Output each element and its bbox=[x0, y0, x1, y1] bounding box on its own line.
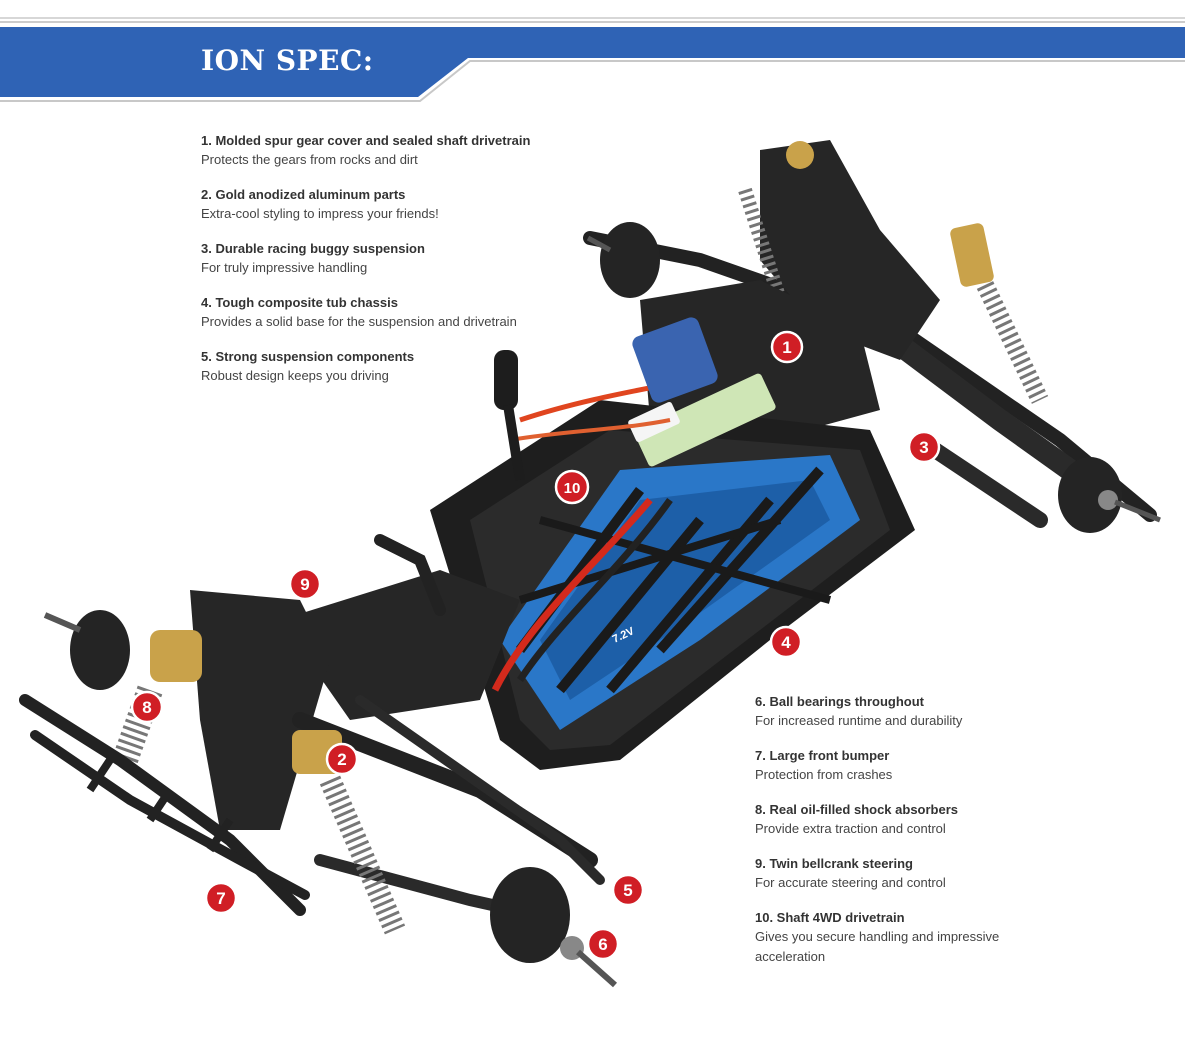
spec-title: 9. Twin bellcrank steering bbox=[755, 856, 913, 871]
callout-3: 3 bbox=[907, 430, 941, 464]
callout-9: 9 bbox=[288, 567, 322, 601]
spec-title: 1. Molded spur gear cover and sealed sha… bbox=[201, 133, 531, 148]
spec-description: For increased runtime and durability bbox=[755, 713, 963, 728]
callout-number: 1 bbox=[782, 338, 791, 357]
spec-title: 7. Large front bumper bbox=[755, 748, 890, 763]
callout-5: 5 bbox=[611, 873, 645, 907]
spec-item-9: 9. Twin bellcrank steering For accurate … bbox=[755, 854, 1035, 893]
spec-item-6: 6. Ball bearings throughout For increase… bbox=[755, 692, 1035, 731]
spec-title: 4. Tough composite tub chassis bbox=[201, 295, 398, 310]
callout-number: 9 bbox=[300, 575, 309, 594]
page-title: ION SPEC: bbox=[201, 44, 374, 77]
callout-1: 1 bbox=[770, 330, 804, 364]
callout-10: 10 bbox=[554, 469, 590, 505]
callout-number: 6 bbox=[598, 935, 607, 954]
spec-title: 5. Strong suspension components bbox=[201, 349, 415, 364]
spec-description: Provide extra traction and control bbox=[755, 821, 946, 836]
spec-description: Protection from crashes bbox=[755, 767, 893, 782]
spec-description: Robust design keeps you driving bbox=[201, 368, 389, 383]
spec-description: Provides a solid base for the suspension… bbox=[201, 314, 517, 329]
spec-item-7: 7. Large front bumper Protection from cr… bbox=[755, 746, 1035, 785]
spec-item-5: 5. Strong suspension components Robust d… bbox=[201, 347, 581, 386]
spec-item-1: 1. Molded spur gear cover and sealed sha… bbox=[201, 131, 581, 170]
callout-number: 5 bbox=[623, 881, 632, 900]
callout-8: 8 bbox=[130, 690, 164, 724]
callout-number: 10 bbox=[564, 480, 581, 497]
callout-6: 6 bbox=[586, 927, 620, 961]
spec-item-10: 10. Shaft 4WD drivetrain Gives you secur… bbox=[755, 908, 1035, 967]
callout-number: 2 bbox=[337, 750, 346, 769]
callout-number: 8 bbox=[142, 698, 151, 717]
spec-description: For truly impressive handling bbox=[201, 260, 368, 275]
spec-description: Extra-cool styling to impress your frien… bbox=[201, 206, 439, 221]
callout-number: 4 bbox=[781, 633, 791, 652]
callout-number: 7 bbox=[216, 889, 225, 908]
header-banner: ION SPEC: bbox=[0, 0, 1185, 110]
battery-voltage-label: 7.2V bbox=[611, 625, 637, 646]
callout-7: 7 bbox=[204, 881, 238, 915]
banner-shape bbox=[0, 17, 1185, 102]
spec-description: For accurate steering and control bbox=[755, 875, 946, 890]
callout-4: 4 bbox=[769, 625, 803, 659]
spec-title: 10. Shaft 4WD drivetrain bbox=[755, 910, 905, 925]
spec-title: 8. Real oil-filled shock absorbers bbox=[755, 802, 959, 817]
callout-2: 2 bbox=[325, 742, 359, 776]
callout-number: 3 bbox=[919, 438, 928, 457]
spec-list-right: 6. Ball bearings throughout For increase… bbox=[755, 692, 1035, 982]
spec-item-3: 3. Durable racing buggy suspension For t… bbox=[201, 239, 581, 278]
spec-description: Gives you secure handling and impressive… bbox=[755, 929, 1000, 964]
spec-title: 3. Durable racing buggy suspension bbox=[201, 241, 425, 256]
spec-title: 2. Gold anodized aluminum parts bbox=[201, 187, 406, 202]
spec-list-left: 1. Molded spur gear cover and sealed sha… bbox=[201, 131, 581, 401]
spec-title: 6. Ball bearings throughout bbox=[755, 694, 925, 709]
spec-item-8: 8. Real oil-filled shock absorbers Provi… bbox=[755, 800, 1035, 839]
spec-item-2: 2. Gold anodized aluminum parts Extra-co… bbox=[201, 185, 581, 224]
spec-description: Protects the gears from rocks and dirt bbox=[201, 152, 418, 167]
spec-item-4: 4. Tough composite tub chassis Provides … bbox=[201, 293, 581, 332]
